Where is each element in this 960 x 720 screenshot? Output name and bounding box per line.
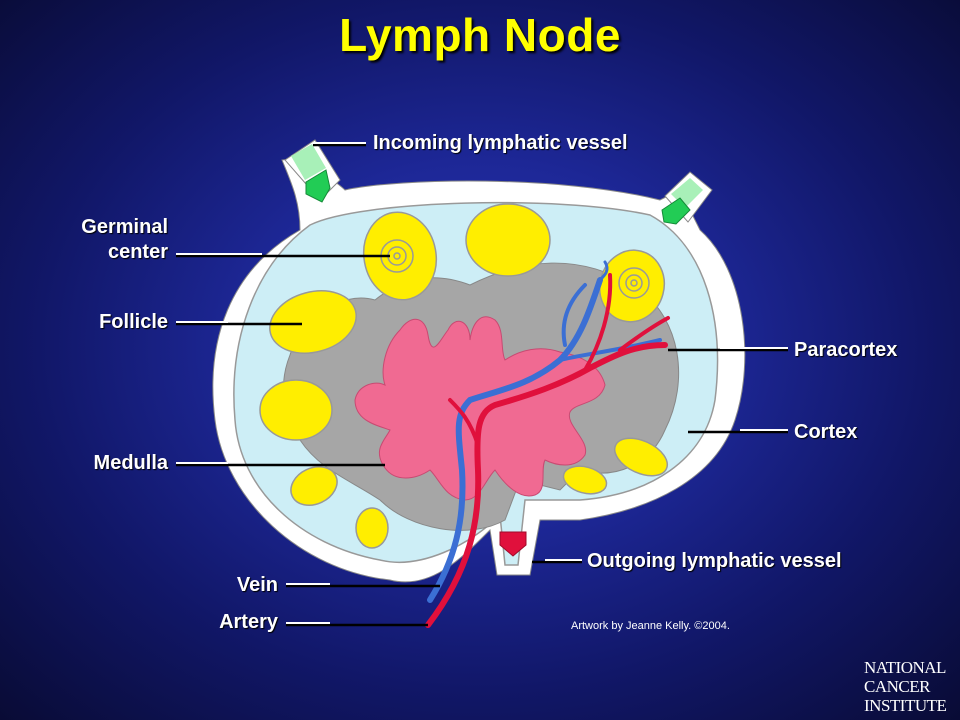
follicle: [613, 437, 669, 477]
nci-logo: NATIONAL CANCER INSTITUTE: [864, 658, 947, 715]
artwork-credit: Artwork by Jeanne Kelly. ©2004.: [571, 620, 730, 632]
label-vein: Vein: [236, 574, 278, 596]
label-outgoing-lymphatic-vessel: Outgoing lymphatic vessel: [587, 550, 842, 572]
follicle: [269, 290, 357, 354]
label-germinal-center-line1: Germinal: [81, 216, 168, 238]
page-title: Lymph Node: [339, 9, 621, 61]
vein-vessel: [427, 260, 662, 603]
label-cortex: Cortex: [794, 421, 858, 443]
label-artery: Artery: [219, 611, 278, 633]
incoming-vessel-left: [284, 139, 341, 203]
incoming-vessel-right: [661, 171, 713, 225]
logo-line-1: NATIONAL: [864, 658, 946, 677]
label-medulla: Medulla: [93, 452, 168, 474]
follicle: [562, 465, 608, 495]
follicle: [259, 379, 333, 441]
medulla-region: [354, 316, 606, 501]
logo-line-2: CANCER: [864, 677, 930, 696]
label-incoming-lymphatic-vessel: Incoming lymphatic vessel: [373, 132, 628, 154]
logo-line-3: INSTITUTE: [864, 696, 947, 715]
germinal-center: [618, 267, 650, 299]
label-germinal-center-line2: center: [107, 241, 168, 263]
lymph-arrow: [305, 169, 331, 203]
follicle: [355, 507, 389, 549]
follicle: [290, 466, 338, 506]
follicle: [465, 203, 551, 277]
label-follicle: Follicle: [99, 311, 168, 333]
artery-vessel: [425, 273, 670, 628]
lymph-arrow: [661, 197, 691, 225]
outgoing-lymph-arrow: [499, 531, 527, 557]
label-paracortex: Paracortex: [794, 339, 898, 361]
